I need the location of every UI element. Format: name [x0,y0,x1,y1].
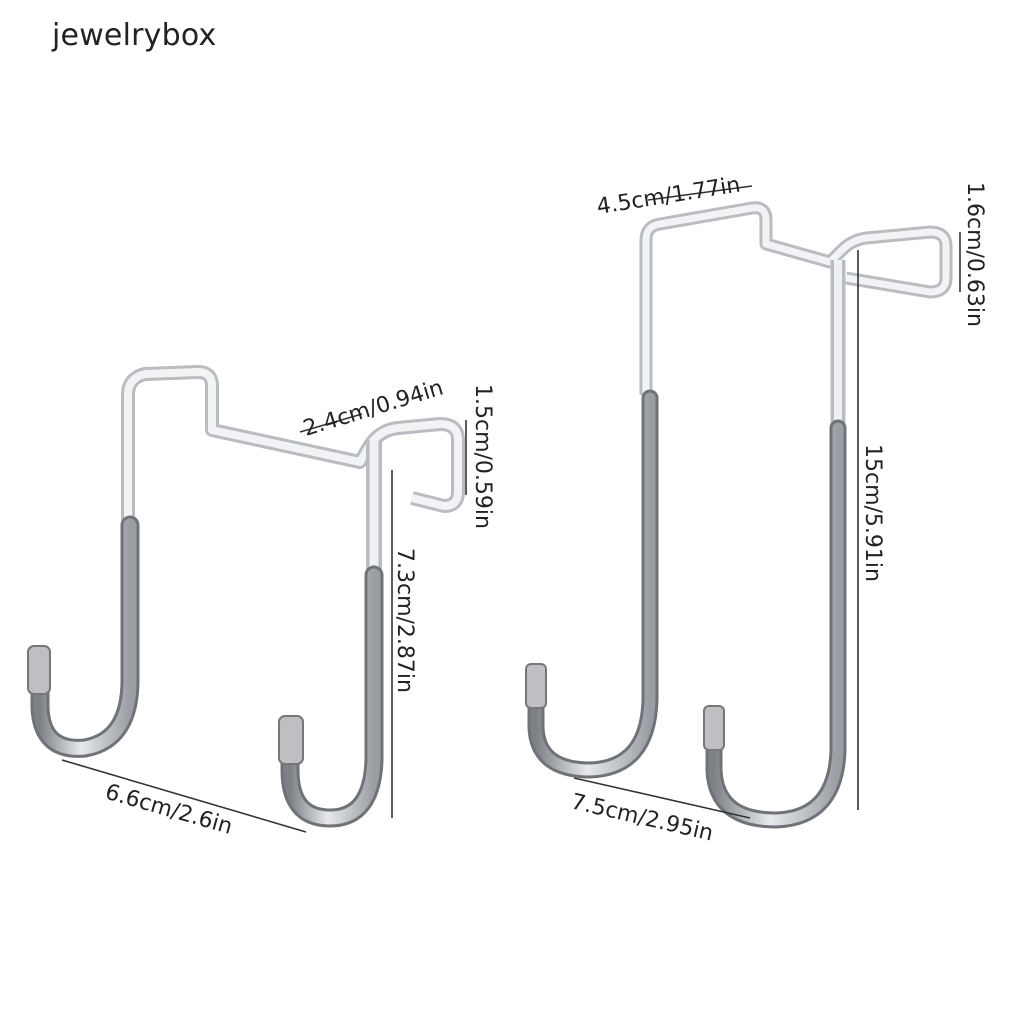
small-width-line [61,759,307,833]
small-thickness-label: 1.5cm/0.59in [470,384,495,529]
large-thickness-label: 1.6cm/0.63in [962,182,987,327]
large-hook [525,201,953,829]
large-width-line [573,777,751,819]
small-width-label: 6.6cm/2.6in [102,780,235,840]
small-top-width-line [299,413,363,433]
small-height-label: 7.3cm/2.87in [392,548,417,693]
large-height-label: 15cm/5.91in [860,444,885,582]
large-top-width-line [647,185,753,201]
small-hook [27,365,465,828]
large-width-label: 7.5cm/2.95in [569,789,716,846]
brand-watermark: jewelrybox [52,18,217,53]
